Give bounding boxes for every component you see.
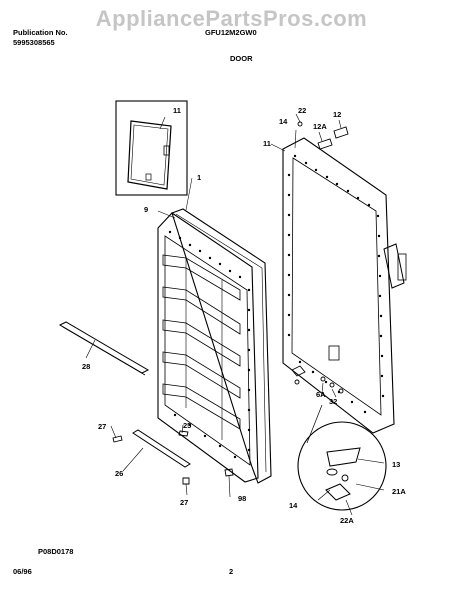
callout-6a: 6A [316, 390, 326, 399]
hinge-detail-circle [297, 404, 387, 511]
callout-32: 32 [329, 397, 338, 406]
lower-bar-part [132, 429, 191, 468]
callout-14-top: 14 [279, 117, 288, 126]
callout-12: 12 [333, 110, 342, 119]
callout-22a: 22A [340, 516, 354, 525]
callout-12a: 12A [313, 122, 327, 131]
callout-11-panel: 11 [263, 139, 271, 148]
page-number: 2 [229, 567, 234, 576]
section-title: DOOR [230, 54, 253, 63]
callout-9: 9 [144, 205, 149, 214]
outer-door-panel [282, 137, 407, 434]
callout-27-bottom: 27 [180, 498, 189, 507]
callout-21a: 21A [392, 487, 406, 496]
callout-22: 22 [298, 106, 307, 115]
inset-liner-detail [115, 100, 188, 196]
callout-28: 28 [82, 362, 91, 371]
callout-27-left: 27 [98, 422, 107, 431]
model-number: GFU12M2GW0 [205, 28, 257, 37]
print-date: 06/96 [13, 567, 32, 576]
callout-14-detail: 14 [289, 501, 298, 510]
publication-label: Publication No. [13, 28, 68, 37]
callout-1: 1 [197, 173, 202, 182]
callout-25: 25 [183, 421, 192, 430]
callout-13: 13 [392, 460, 401, 469]
figure-code: P08D0178 [38, 547, 74, 556]
callout-11-inset: 11 [173, 106, 181, 115]
publication-number: 5995308565 [13, 38, 55, 47]
callout-26: 26 [115, 469, 124, 478]
door-assembly [157, 208, 272, 484]
callout-98: 98 [238, 494, 247, 503]
screws [112, 430, 234, 485]
shelf-bar-part [58, 321, 150, 376]
watermark: AppliancePartsPros.com [95, 6, 368, 31]
hinge-parts [291, 365, 344, 394]
leader-lines [85, 113, 385, 516]
